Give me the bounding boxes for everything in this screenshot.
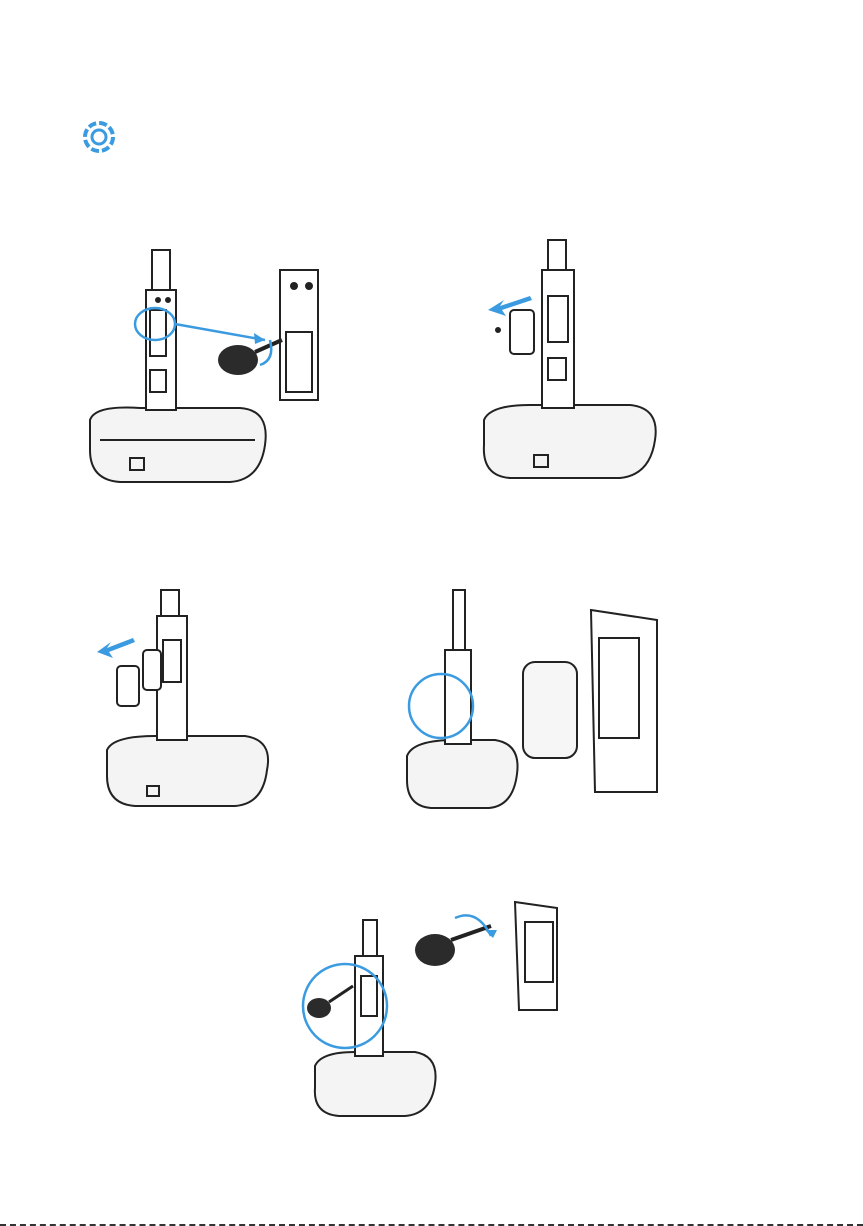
- step-4-insert-battery-illustration: [395, 580, 675, 820]
- battery-pack-icon: [143, 650, 161, 690]
- cover-closeup-icon: [515, 902, 557, 1010]
- step-2-remove-cover-illustration: [470, 230, 670, 490]
- step-3-remove-battery-illustration: [95, 580, 285, 820]
- mop-base-icon: [90, 408, 266, 483]
- screwdriver-icon: [218, 340, 282, 375]
- pull-arrow-icon: [97, 638, 135, 658]
- handle-zoom-icon: [280, 270, 318, 400]
- battery-cover-icon: [117, 666, 139, 706]
- step-1-unscrew-illustration: [80, 240, 350, 500]
- step-5-reattach-cover-illustration: [295, 890, 575, 1130]
- gear-badge-icon: [82, 120, 116, 154]
- battery-compartment-icon: [591, 610, 657, 792]
- battery-cover-icon: [510, 310, 534, 354]
- screwdriver-icon: [415, 926, 491, 966]
- battery-pack-large-icon: [523, 662, 577, 758]
- mop-handle-icon: [146, 250, 176, 410]
- screwdriver-icon: [307, 986, 353, 1018]
- rotate-ccw-arrow-icon: [260, 340, 271, 365]
